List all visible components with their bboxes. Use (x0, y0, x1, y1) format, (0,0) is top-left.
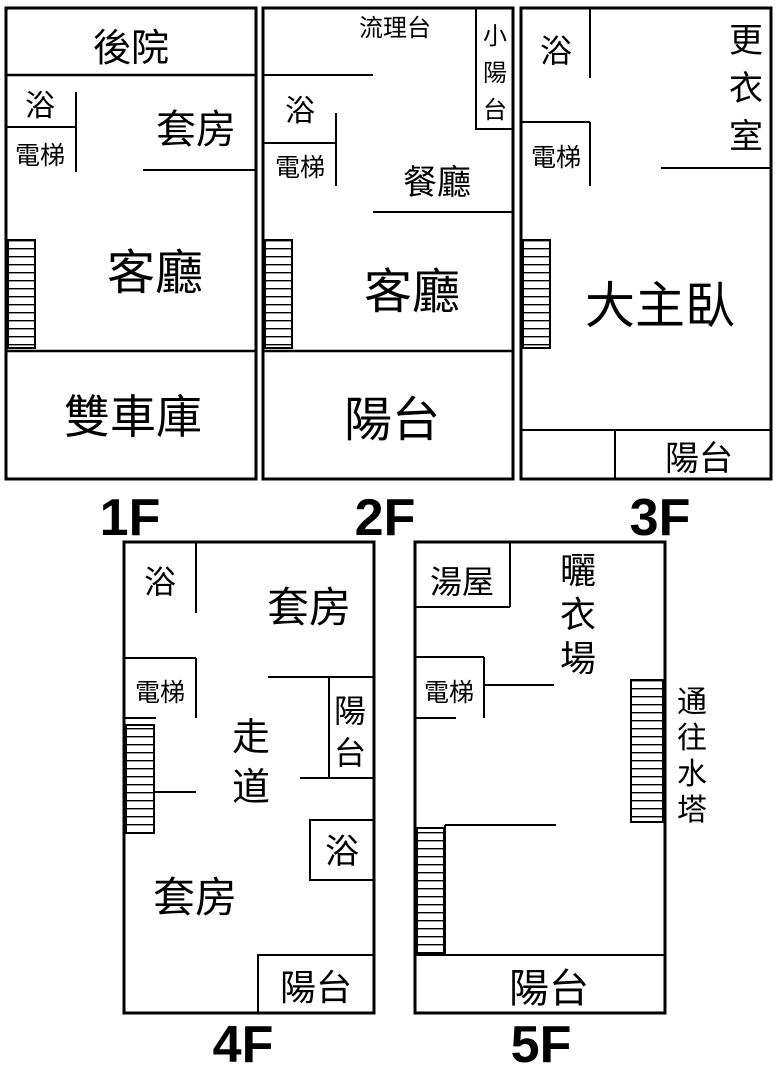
floor-label-1f: 1F (100, 489, 161, 547)
suite-label-1f: 套房 (156, 107, 236, 153)
bath-label-4f-top: 浴 (144, 563, 176, 601)
hot-spring-room-label: 湯屋 (430, 563, 494, 601)
suite-label-4f-lower: 套房 (153, 873, 237, 922)
floor-label-4f: 4F (213, 1016, 274, 1069)
sink-counter-label: 流理台 (359, 14, 431, 42)
drying-area-char-2: 衣 (560, 595, 596, 636)
water-tower-char-4: 塔 (677, 793, 707, 828)
dressing-char-3: 室 (729, 117, 763, 157)
staircase-1f (7, 239, 36, 349)
water-tower-char-1: 通 (677, 685, 707, 720)
suite-label-4f-top: 套房 (267, 583, 351, 632)
bath-label-3f: 浴 (540, 32, 572, 70)
drying-area-char-3: 場 (560, 639, 596, 680)
side-balcony-char-1: 陽 (334, 692, 366, 730)
master-bedroom-label: 大主臥 (585, 277, 735, 335)
balcony-label-2f: 陽台 (344, 392, 440, 448)
elevator-label-3f: 電梯 (531, 143, 581, 172)
elevator-label-2f: 電梯 (275, 153, 325, 182)
staircase-2f (264, 239, 293, 349)
water-tower-char-2: 往 (677, 721, 707, 756)
drying-area-char-1: 曬 (560, 551, 596, 592)
side-balcony-char-2: 台 (334, 734, 366, 772)
balcony-label-3f: 陽台 (665, 439, 733, 479)
floor-3f: 浴 更 衣 室 電梯 大主臥 陽台 3F (519, 6, 773, 547)
floor-4f: 浴 套房 電梯 走 道 陽 台 浴 套房 陽台 4F (122, 540, 376, 1069)
dressing-char-2: 衣 (729, 69, 763, 109)
living-room-label-2f: 客廳 (364, 264, 460, 320)
dining-room-label: 餐廳 (403, 163, 471, 203)
balcony-label-5f: 陽台 (509, 966, 589, 1012)
elevator-label-1f: 電梯 (15, 141, 65, 170)
elevator-label-4f: 電梯 (135, 678, 185, 707)
corridor-char-2: 道 (232, 765, 270, 809)
bath-label-1f: 浴 (25, 89, 55, 124)
small-balcony-char-2: 陽 (483, 59, 507, 87)
floor-5f: 湯屋 曬 衣 場 電梯 通 往 水 塔 陽台 5F (413, 540, 707, 1069)
floor-1f: 後院 浴 電梯 套房 客廳 雙車庫 1F (4, 6, 258, 547)
garage-label: 雙車庫 (64, 390, 202, 444)
staircase-5f-lower (416, 827, 445, 954)
floor-label-5f: 5F (511, 1016, 572, 1069)
staircase-4f (125, 724, 155, 834)
small-balcony-char-3: 台 (483, 96, 507, 124)
water-tower-char-3: 水 (677, 757, 707, 792)
floor-2f: 流理台 小 陽 台 浴 電梯 餐廳 客廳 陽台 2F (261, 6, 515, 547)
elevator-label-5f: 電梯 (424, 678, 474, 707)
dressing-char-1: 更 (729, 21, 763, 61)
staircase-3f (522, 239, 551, 349)
staircase-to-water-tower (630, 679, 664, 823)
living-room-label-1f: 客廳 (107, 245, 203, 301)
small-balcony-char-1: 小 (483, 22, 507, 50)
bath-label-2f: 浴 (285, 94, 315, 129)
corridor-char-1: 走 (232, 715, 270, 759)
backyard-label: 後院 (93, 26, 169, 70)
balcony-label-4f: 陽台 (280, 968, 352, 1009)
bath-label-4f-lower: 浴 (325, 832, 359, 872)
floor-label-3f: 3F (630, 489, 691, 547)
floor-label-2f: 2F (355, 489, 416, 547)
